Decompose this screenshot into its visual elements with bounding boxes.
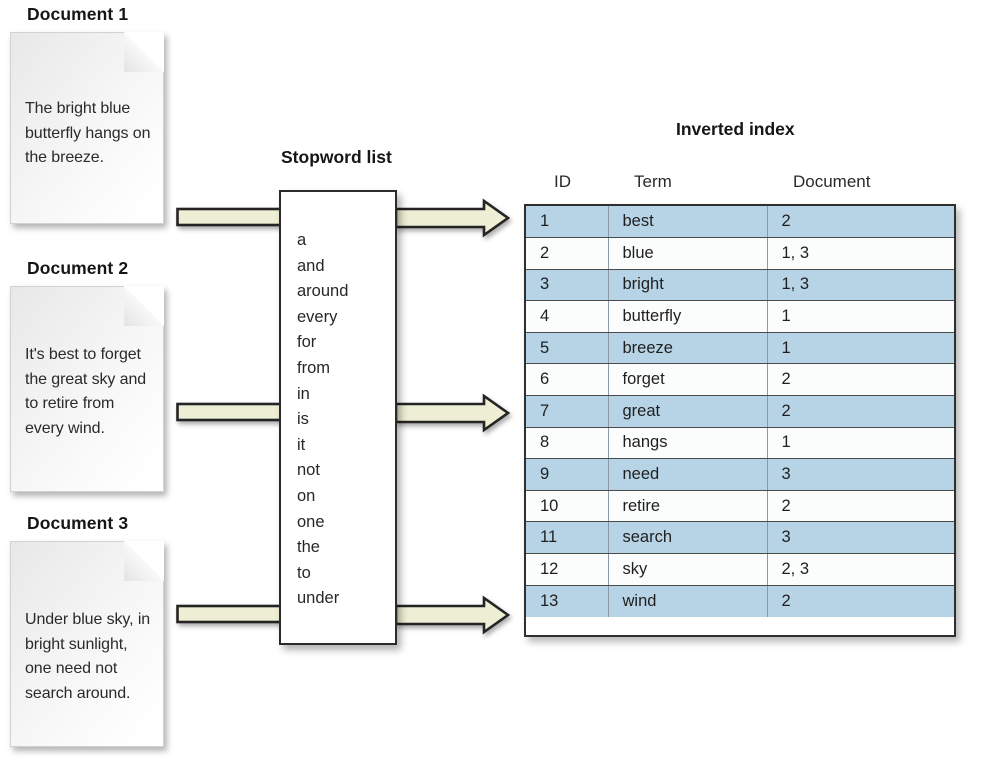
cell-document: 3 — [767, 521, 954, 555]
column-header-document: Document — [793, 172, 871, 191]
document-1-text: The bright blue butterfly hangs on the b… — [25, 100, 151, 166]
table-row: 13 wind 2 — [526, 585, 954, 617]
table-row: 11 search 3 — [526, 521, 954, 555]
stopword-list-items: a and around every for from in is it not… — [297, 228, 348, 612]
cell-id: 8 — [526, 427, 609, 460]
arrow-stopwords-to-index-3 — [394, 595, 511, 635]
cell-id: 10 — [526, 490, 609, 523]
table-row: 9 need 3 — [526, 458, 954, 491]
table-row: 8 hangs 1 — [526, 427, 954, 460]
arrow-doc1-to-stopwords — [176, 207, 284, 227]
cell-document: 2 — [767, 206, 954, 239]
cell-term: great — [608, 395, 768, 428]
cell-term: butterfly — [608, 300, 768, 333]
stopword-item: under — [297, 589, 340, 608]
document-2-title: Document 2 — [27, 258, 129, 278]
cell-term: retire — [608, 490, 768, 523]
cell-id: 6 — [526, 363, 609, 397]
document-2-sheet: It's best to forget the great sky and to… — [10, 286, 164, 492]
cell-term: forget — [608, 363, 768, 397]
stopword-item: on — [297, 486, 316, 505]
document-3-sheet: Under blue sky, in bright sunlight, one … — [10, 541, 164, 747]
cell-document: 3 — [767, 458, 954, 491]
cell-id: 13 — [526, 585, 609, 617]
cell-term: need — [608, 458, 768, 491]
document-3-page: Under blue sky, in bright sunlight, one … — [10, 541, 164, 747]
document-1-sheet: The bright blue butterfly hangs on the b… — [10, 32, 164, 224]
document-3-title: Document 3 — [27, 513, 129, 533]
cell-term: bright — [608, 269, 768, 302]
index-table-grid: 1 best 2 2 blue 1, 3 3 bright 1, 3 4 but… — [526, 206, 954, 617]
table-row: 4 butterfly 1 — [526, 300, 954, 333]
cell-term: search — [608, 521, 768, 555]
column-header-id: ID — [554, 172, 571, 191]
cell-document: 2, 3 — [767, 553, 954, 586]
cell-document: 1 — [767, 332, 954, 365]
cell-id: 11 — [526, 521, 609, 555]
stopword-item: every — [297, 307, 338, 326]
cell-term: best — [608, 206, 768, 239]
cell-id: 2 — [526, 237, 609, 270]
column-header-term: Term — [634, 172, 672, 191]
stopword-item: it — [297, 435, 306, 454]
document-3-text: Under blue sky, in bright sunlight, one … — [25, 611, 151, 702]
arrow-doc3-to-stopwords — [176, 604, 284, 624]
stopword-item: not — [297, 461, 320, 480]
document-1-title: Document 1 — [27, 4, 129, 24]
cell-id: 4 — [526, 300, 609, 333]
cell-term: hangs — [608, 427, 768, 460]
cell-document: 1, 3 — [767, 269, 954, 302]
cell-term: wind — [608, 585, 768, 617]
stopword-item: around — [297, 282, 349, 301]
stopword-item: a — [297, 231, 307, 249]
document-2-text: It's best to forget the great sky and to… — [25, 346, 147, 437]
table-row: 12 sky 2, 3 — [526, 553, 954, 586]
table-row: 6 forget 2 — [526, 363, 954, 397]
cell-id: 1 — [526, 206, 609, 239]
cell-document: 1, 3 — [767, 237, 954, 270]
stopword-item: the — [297, 538, 320, 557]
stopword-list-box: a and around every for from in is it not… — [279, 190, 397, 645]
arrow-stopwords-to-index-2 — [394, 393, 511, 433]
table-row: 3 bright 1, 3 — [526, 269, 954, 302]
stopword-item: is — [297, 410, 309, 429]
stopword-item: to — [297, 563, 311, 582]
stopword-item: for — [297, 333, 317, 352]
cell-id: 3 — [526, 269, 609, 302]
cell-term: blue — [608, 237, 768, 270]
stopword-item: one — [297, 512, 325, 531]
table-row: 1 best 2 — [526, 206, 954, 239]
document-1-page: The bright blue butterfly hangs on the b… — [10, 32, 164, 224]
inverted-index-title: Inverted index — [676, 119, 795, 139]
table-row: 2 blue 1, 3 — [526, 237, 954, 270]
cell-document: 1 — [767, 300, 954, 333]
document-2-page: It's best to forget the great sky and to… — [10, 286, 164, 492]
table-row: 10 retire 2 — [526, 490, 954, 523]
table-row: 7 great 2 — [526, 395, 954, 428]
stopword-list-title: Stopword list — [281, 147, 392, 167]
table-row: 5 breeze 1 — [526, 332, 954, 365]
stopword-item: and — [297, 256, 325, 275]
cell-id: 5 — [526, 332, 609, 365]
cell-document: 1 — [767, 427, 954, 460]
cell-document: 2 — [767, 490, 954, 523]
arrow-doc2-to-stopwords — [176, 402, 284, 422]
cell-id: 7 — [526, 395, 609, 428]
cell-document: 2 — [767, 395, 954, 428]
stopword-item: in — [297, 384, 310, 403]
cell-term: sky — [608, 553, 768, 586]
cell-id: 9 — [526, 458, 609, 491]
arrow-stopwords-to-index-1 — [394, 198, 511, 238]
inverted-index-table: 1 best 2 2 blue 1, 3 3 bright 1, 3 4 but… — [524, 204, 956, 637]
cell-document: 2 — [767, 363, 954, 397]
stopword-item: from — [297, 358, 330, 377]
cell-id: 12 — [526, 553, 609, 586]
cell-document: 2 — [767, 585, 954, 617]
cell-term: breeze — [608, 332, 768, 365]
